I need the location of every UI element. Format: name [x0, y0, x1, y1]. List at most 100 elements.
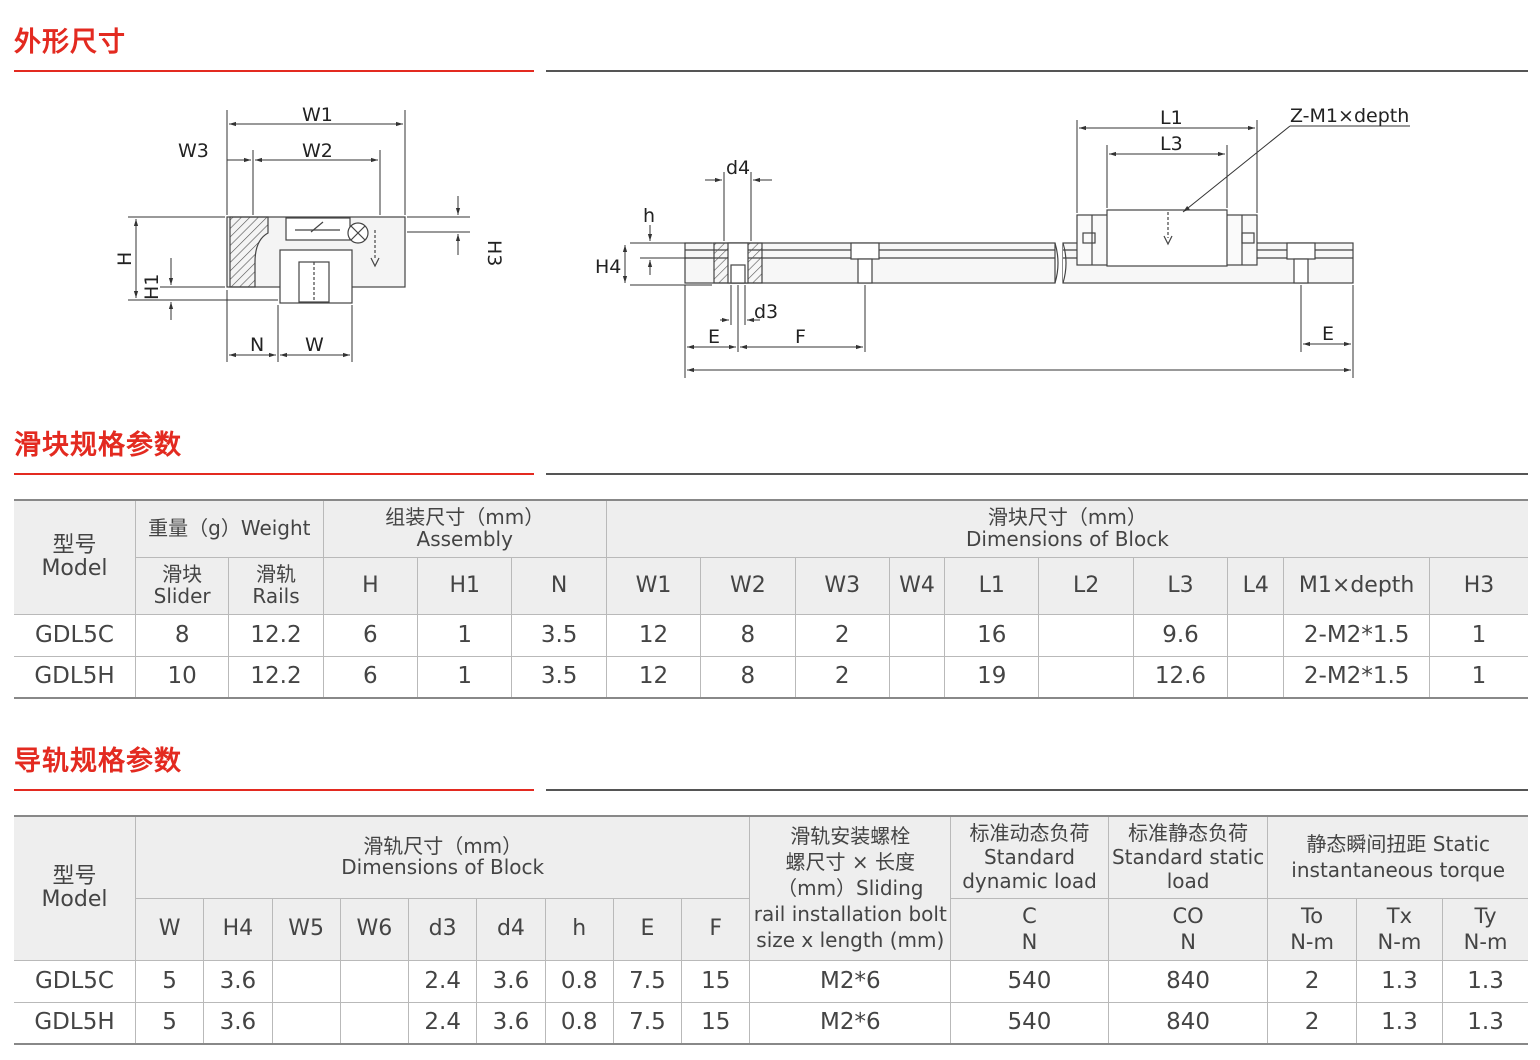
bolt-header-line: （mm）Sliding — [777, 876, 924, 901]
label-h: h — [643, 205, 655, 227]
slider-header: 滑块 Slider — [135, 556, 230, 615]
table-header-row: W H4 W5 W6 d3 d4 h E F C N CO N To N-m T… — [14, 897, 1528, 961]
col-header: W2 — [700, 556, 796, 615]
weight-header: 重量（g）Weight — [134, 499, 324, 558]
section-title-block: 滑块规格参数 — [14, 430, 182, 461]
table-cell: 2.4 — [408, 1001, 478, 1045]
section-title-outline: 外形尺寸 — [14, 27, 126, 58]
table-cell: 2 — [1267, 959, 1357, 1003]
table-cell — [1038, 613, 1134, 657]
dynamic-load-line: 标准动态负荷 — [969, 821, 1090, 846]
label-N: N — [250, 334, 264, 356]
block-spec-table: 型号 Model 重量（g）Weight 组装尺寸（mm） Assembly 滑… — [14, 499, 1528, 699]
col-header-line: C — [1022, 903, 1037, 928]
dynamic-load-line: Standard — [983, 845, 1075, 870]
model-cell: GDL5H — [14, 1001, 136, 1045]
col-header: H — [322, 556, 419, 615]
rails-header: 滑轨 Rails — [228, 556, 324, 615]
table-cell — [339, 1001, 410, 1045]
col-header: L4 — [1227, 556, 1285, 615]
col-header: E — [612, 897, 683, 961]
table-cell: 6 — [322, 613, 419, 657]
dynamic-load-line: dynamic load — [962, 869, 1097, 894]
table-cell: 2.4 — [408, 959, 478, 1003]
col-header: d4 — [476, 897, 546, 961]
col-header-line: CO — [1172, 903, 1204, 928]
col-header: h — [544, 897, 614, 961]
col-header: W4 — [888, 556, 946, 615]
block-dim-header-cn: 滑块尺寸（mm） — [987, 505, 1147, 530]
col-header-line: N-m — [1463, 930, 1508, 954]
col-header-line: To — [1301, 903, 1324, 928]
block-dim-header-en: Dimensions of Block — [965, 526, 1169, 551]
table-cell: 840 — [1107, 1001, 1269, 1045]
label-H4: H4 — [595, 256, 621, 278]
section-title-rail: 导轨规格参数 — [14, 746, 182, 777]
table-cell: 16 — [944, 613, 1040, 657]
col-header: H1 — [417, 556, 513, 615]
col-header-line: N — [1021, 930, 1038, 954]
model-header: 型号 Model — [14, 499, 136, 615]
table-cell: 8 — [134, 613, 230, 657]
label-W3: W3 — [178, 140, 209, 162]
rail-spec-table: 型号 Model 滑轨尺寸（mm） Dimensions of Block 滑轨… — [14, 815, 1528, 1045]
table-cell: 12 — [605, 655, 702, 699]
slider-header-cn: 滑块 — [162, 561, 203, 586]
bolt-header-line: rail installation bolt — [753, 902, 947, 927]
table-cell: M2*6 — [749, 959, 952, 1003]
table-cell: 1 — [417, 613, 513, 657]
table-cell: 540 — [950, 959, 1109, 1003]
table-cell: 1.3 — [1355, 1001, 1444, 1045]
col-header: N — [511, 556, 607, 615]
table-cell: M2*6 — [749, 1001, 952, 1045]
table-cell: 1 — [417, 655, 513, 699]
table-cell: 7.5 — [612, 959, 683, 1003]
label-F: F — [795, 326, 806, 348]
table-cell: 19 — [944, 655, 1040, 699]
model-header-cn: 型号 — [52, 863, 97, 889]
rails-header-en: Rails — [252, 583, 300, 608]
col-header-line: Tx — [1386, 903, 1413, 928]
table-cell — [1227, 613, 1285, 657]
table-cell — [1227, 655, 1285, 699]
label-H: H — [114, 252, 136, 266]
label-W2: W2 — [302, 140, 333, 162]
table-cell: 3.6 — [203, 1001, 273, 1045]
table-cell: 1 — [1428, 613, 1528, 657]
label-d3: d3 — [754, 301, 778, 323]
side-view — [684, 209, 1354, 284]
table-cell: 840 — [1107, 959, 1269, 1003]
col-header: W5 — [271, 897, 341, 961]
table-cell: 1.3 — [1442, 1001, 1528, 1045]
model-header-en: Model — [41, 887, 108, 913]
outline-drawing: W1 W2 W3 H H1 H3 N W — [114, 104, 1410, 378]
model-header-en: Model — [41, 556, 108, 582]
table-cell: 1 — [1428, 655, 1528, 699]
table-cell: 1.3 — [1442, 959, 1528, 1003]
table-cell: 9.6 — [1132, 613, 1229, 657]
table-cell: 0.8 — [544, 1001, 614, 1045]
table-cell: 10 — [134, 655, 230, 699]
col-header-line: N-m — [1377, 930, 1422, 954]
col-header: F — [681, 897, 751, 961]
table-header-row: 型号 Model 滑轨尺寸（mm） Dimensions of Block 滑轨… — [14, 815, 1528, 961]
dynamic-load-header: 标准动态负荷 Standard dynamic load — [950, 815, 1109, 899]
table-cell: 3.5 — [511, 613, 607, 657]
col-header: W3 — [794, 556, 890, 615]
assembly-header-en: Assembly — [416, 526, 513, 551]
cross-section-view — [226, 216, 406, 304]
torque-header-line: instantaneous torque — [1291, 858, 1506, 883]
static-load-line: Standard static — [1111, 845, 1265, 870]
bolt-header-line: size x length (mm) — [756, 928, 945, 953]
static-load-line: load — [1166, 869, 1210, 894]
label-Z-M1-depth: Z-M1×depth — [1290, 105, 1409, 127]
table-cell — [271, 959, 341, 1003]
label-W: W — [305, 334, 324, 356]
cross-section-dimensions — [128, 110, 470, 362]
table-cell: 540 — [950, 1001, 1109, 1045]
slider-header-en: Slider — [153, 583, 211, 608]
rails-header-cn: 滑轨 — [256, 561, 296, 586]
section-rule-gray — [546, 789, 1528, 791]
